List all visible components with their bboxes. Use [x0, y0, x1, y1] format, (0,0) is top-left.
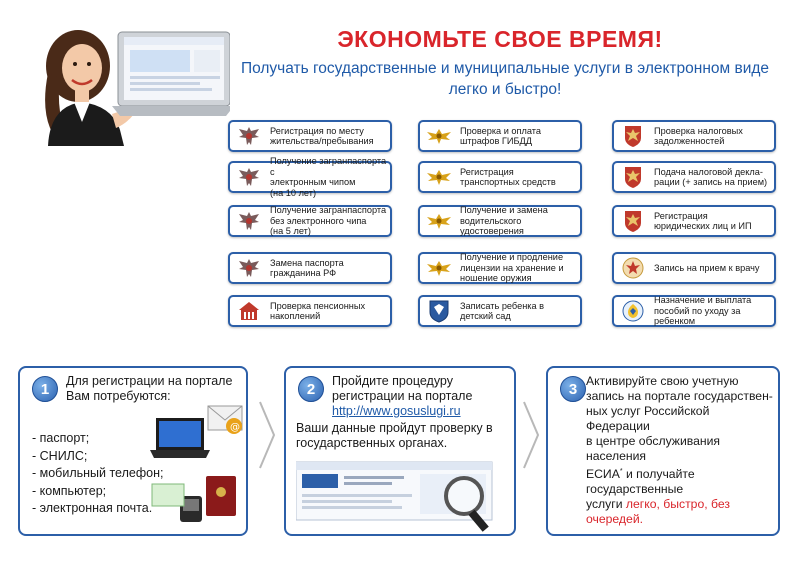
- svg-text:@: @: [230, 422, 240, 433]
- step-card-3: 3 Активируйте свою учетную запись на пор…: [546, 366, 780, 536]
- step-number-badge: 1: [32, 376, 58, 402]
- subtitle-line-2: легко и быстро!: [448, 81, 562, 98]
- service-card-tax-declaration[interactable]: Подача налоговой декла-рации (+ запись н…: [612, 161, 776, 193]
- service-label: Подача налоговой декла-рации (+ запись н…: [654, 166, 768, 188]
- gibdd-emblem-icon: [426, 255, 452, 281]
- gibdd-emblem-icon: [426, 164, 452, 190]
- pension-fund-icon: [236, 298, 262, 324]
- tax-service-icon: [620, 208, 646, 234]
- tax-service-icon: [620, 164, 646, 190]
- social-fund-icon: [620, 298, 646, 324]
- list-item: - компьютер;: [32, 483, 107, 498]
- step-1-intro: Для регистрации на портале Вам потребуют…: [66, 374, 233, 403]
- gibdd-emblem-icon: [426, 208, 452, 234]
- step-card-1: 1 Для регистрации на портале Вам потребу…: [18, 366, 248, 536]
- eagle-emblem-icon: [236, 208, 262, 234]
- list-item: - мобильный телефон;: [32, 466, 164, 480]
- list-item: - СНИЛС;: [32, 448, 88, 463]
- list-item: - электронная почта.: [32, 501, 153, 515]
- service-card-doctor-appointment[interactable]: Запись на прием к врачу: [612, 252, 776, 284]
- tax-service-icon: [620, 123, 646, 149]
- step-2-text: Пройдите процедуру регистрации на портал…: [332, 374, 473, 418]
- chevron-right-icon: [259, 401, 276, 469]
- eagle-emblem-icon: [236, 164, 262, 190]
- list-item: - паспорт;: [32, 431, 90, 445]
- regional-shield-icon: [426, 298, 452, 324]
- health-emblem-icon: [620, 255, 646, 281]
- step-card-2: 2 Пройдите процедуру регистрации на порт…: [284, 366, 516, 536]
- hero-illustration-woman-with-laptop: [20, 18, 234, 146]
- devices-illustration: @: [150, 404, 246, 531]
- requirements-list: - паспорт; - СНИЛС; - мобильный телефон;…: [32, 430, 163, 518]
- subtitle-line-1: Получать государственные и муниципальные…: [240, 60, 770, 77]
- page-title: ЭКОНОМЬТЕ СВОЕ ВРЕМЯ!: [337, 26, 663, 52]
- gosuslugi-link[interactable]: http://www.gosuslugi.ru: [332, 404, 461, 418]
- step-number-badge: 2: [298, 376, 324, 402]
- eagle-emblem-icon: [236, 123, 262, 149]
- chevron-right-icon: [523, 401, 540, 469]
- service-label: Запись на прием к врачу: [654, 262, 760, 273]
- step-2-note: Ваши данные пройдут проверку в государст…: [296, 421, 493, 450]
- portal-screenshot-with-magnifier: [295, 460, 510, 537]
- page-subtitle: Получать государственные и муниципальные…: [225, 58, 785, 100]
- eagle-emblem-icon: [236, 255, 262, 281]
- step-3-text: Активируйте свою учетную запись на порта…: [586, 374, 773, 527]
- gibdd-emblem-icon: [426, 123, 452, 149]
- step-number-badge: 3: [560, 376, 586, 402]
- highlight-text: легко, быстро, без очередей.: [586, 497, 730, 527]
